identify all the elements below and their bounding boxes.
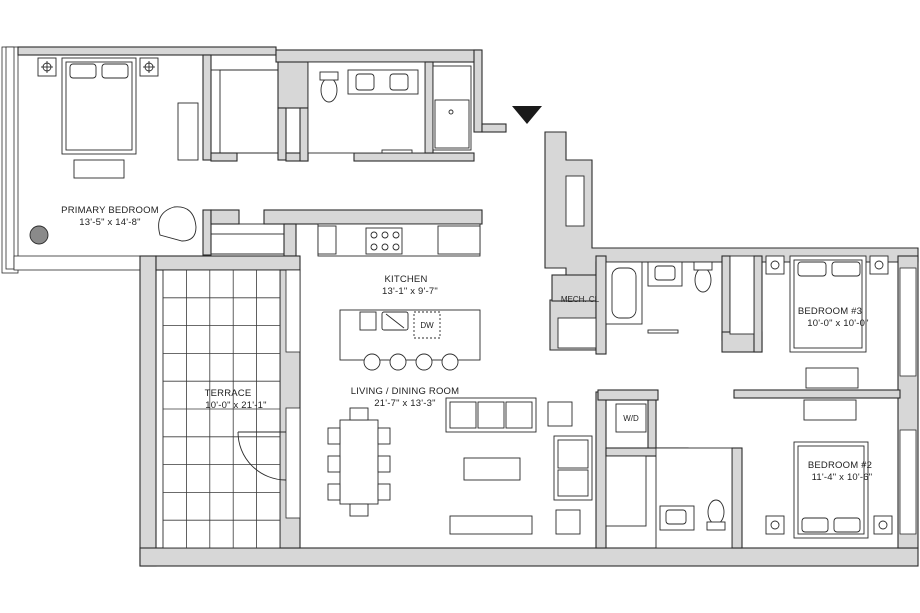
dining-table	[339, 419, 379, 505]
fridge	[437, 225, 481, 255]
wd-label: W/D	[623, 414, 639, 423]
dw-label: DW	[420, 321, 434, 330]
room-labels: PRIMARY BEDROOM 13'-5" x 14'-8" KITCHEN …	[61, 205, 872, 483]
primary-bedroom-furniture	[29, 57, 199, 245]
mech-closet-label: MECH. CL	[561, 295, 600, 304]
kitchen-dims: 13'-1" x 9'-7"	[382, 286, 438, 297]
bedroom2-dims: 11'-4" x 10'-6"	[812, 472, 873, 483]
terrace-door-swing	[237, 431, 287, 481]
toilet-bath3	[694, 267, 712, 293]
dresser2	[803, 399, 857, 421]
entry-arrow-icon	[512, 106, 542, 124]
media-console	[449, 515, 533, 535]
bench	[73, 159, 125, 179]
terrace-dims: 10'-0" x 21'-1"	[205, 400, 266, 411]
bedroom3-dims: 10'-0" x 10'-0"	[807, 318, 868, 329]
side-table	[547, 401, 573, 427]
bedroom2-name: BEDROOM #2	[808, 460, 872, 471]
laundry-bath2: W/D	[605, 403, 733, 549]
toilet-primary	[320, 77, 338, 103]
kitchen-fixtures: DW	[317, 223, 481, 371]
primary-bedroom-name: PRIMARY BEDROOM	[61, 205, 159, 216]
living-furniture	[327, 397, 593, 535]
terrace-tiles	[162, 269, 281, 549]
primary-bedroom-dims: 13'-5" x 14'-8"	[79, 217, 140, 228]
bedroom3-furniture	[729, 255, 889, 389]
plant	[29, 225, 49, 245]
lounge-chair	[158, 206, 197, 242]
living-dims: 21'-7" x 13'-3"	[374, 398, 435, 409]
bedroom2-furniture	[765, 399, 893, 539]
closet-bath2	[605, 455, 647, 527]
dresser3	[805, 367, 859, 389]
terrace-name: TERRACE	[205, 388, 252, 399]
toilet-bath2	[707, 499, 725, 525]
coffee-table	[463, 457, 521, 481]
kitchen-name: KITCHEN	[384, 274, 427, 285]
primary-bath	[307, 61, 472, 154]
dishwasher	[413, 311, 441, 339]
bath3	[605, 261, 713, 334]
living-name: LIVING / DINING ROOM	[351, 386, 460, 397]
bedroom3-name: BEDROOM #3	[798, 306, 862, 317]
closets	[210, 69, 285, 255]
washer-dryer	[615, 403, 647, 433]
dresser	[177, 102, 199, 161]
